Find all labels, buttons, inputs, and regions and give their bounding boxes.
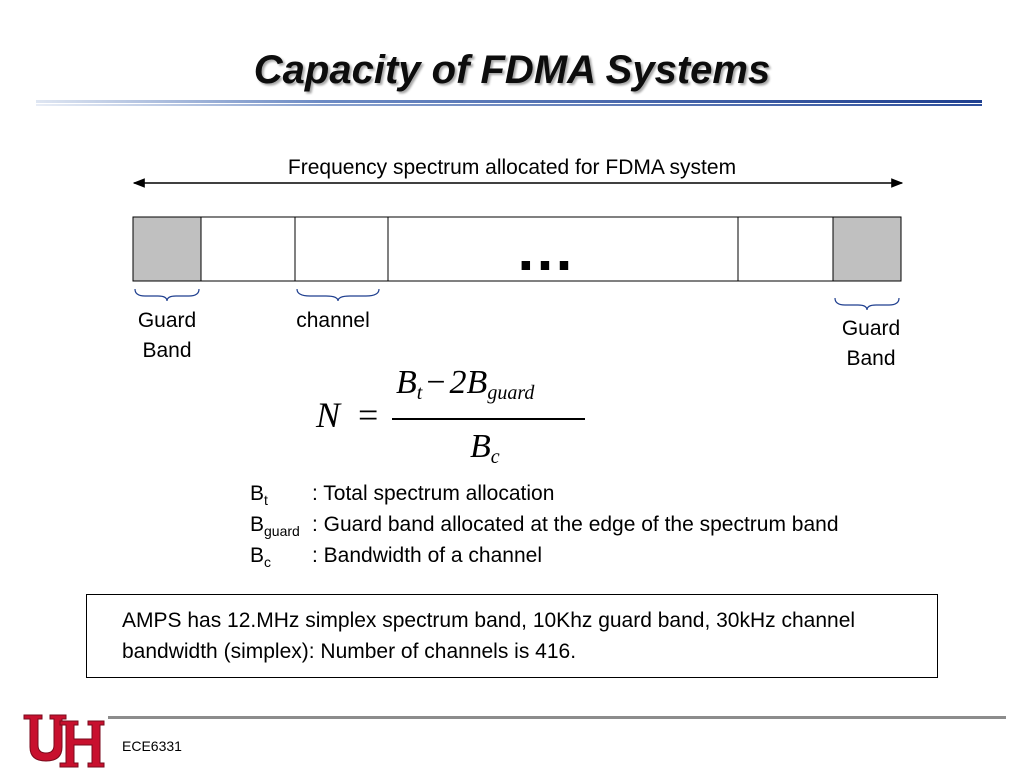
formula-lhs: N — [316, 395, 341, 435]
title-underline — [36, 100, 982, 110]
slide-title: Capacity of FDMA Systems — [253, 48, 771, 92]
spectrum-label: Frequency spectrum allocated for FDMA sy… — [287, 156, 737, 179]
guard-band-left-block — [132, 216, 202, 282]
formula-equals: = — [358, 395, 379, 435]
ellipsis: … — [515, 216, 575, 283]
uh-logo-icon — [23, 714, 105, 768]
course-code: ECE6331 — [122, 738, 182, 754]
fdma-spectrum-diagram: … — [132, 178, 904, 311]
spectrum-bar — [132, 216, 902, 282]
guard-band-right-brace — [834, 297, 900, 311]
footer-rule — [108, 716, 1006, 719]
guard-band-left-brace — [134, 288, 200, 302]
channel-label: channel — [296, 309, 370, 332]
guard-band-right-block — [832, 216, 902, 282]
channel-brace — [296, 288, 380, 302]
capacity-formula: N = Bt−2Bguard Bc — [316, 360, 616, 480]
amps-example-text: AMPS has 12.MHz simplex spectrum band, 1… — [122, 609, 856, 663]
fraction-bar — [392, 418, 585, 420]
guard-band-left-label: Guard Band — [137, 309, 197, 362]
formula-numerator: Bt−2Bguard — [396, 364, 535, 404]
guard-band-right-label: Guard Band — [841, 317, 901, 370]
formula-denominator: Bc — [470, 428, 500, 468]
amps-example-box: AMPS has 12.MHz simplex spectrum band, 1… — [86, 594, 938, 678]
